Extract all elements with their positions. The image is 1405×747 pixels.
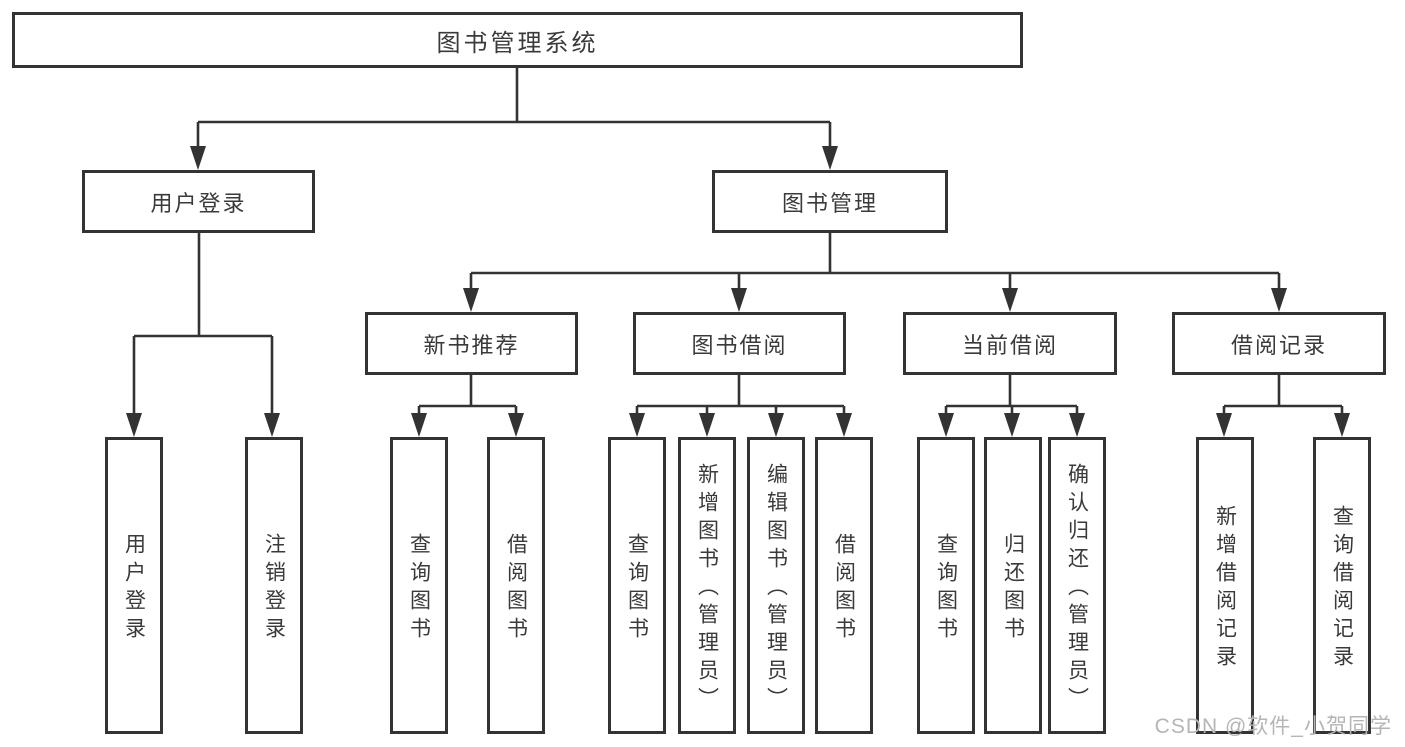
leaf-user-login: 用户登录: [105, 437, 163, 734]
leaf-return-books: 归还图书: [984, 437, 1042, 734]
leaf-add-books-admin: 新增图书（管理员）: [678, 437, 736, 734]
node-root-system: 图书管理系统: [12, 12, 1023, 68]
leaf-query-borrow-record: 查询借阅记录: [1313, 437, 1371, 734]
leaf-edit-books-admin: 编辑图书（管理员）: [747, 437, 805, 734]
node-new-book-recommend: 新书推荐: [365, 312, 578, 375]
leaf-borrow-books: 借阅图书: [815, 437, 873, 734]
leaf-borrow-books-recommend: 借阅图书: [487, 437, 545, 734]
leaf-add-borrow-record: 新增借阅记录: [1196, 437, 1254, 734]
leaf-query-books-borrow: 查询图书: [608, 437, 666, 734]
leaf-query-books-current: 查询图书: [917, 437, 975, 734]
node-current-borrow: 当前借阅: [903, 312, 1117, 375]
watermark: CSDN @软件_小贺同学: [1154, 715, 1392, 738]
node-user-login: 用户登录: [82, 170, 315, 233]
node-book-borrow: 图书借阅: [633, 312, 846, 375]
leaf-confirm-return-admin: 确认归还（管理员）: [1048, 437, 1106, 734]
arrowheads: [126, 146, 1350, 437]
leaf-logout-login: 注销登录: [245, 437, 303, 734]
node-borrow-records: 借阅记录: [1172, 312, 1386, 375]
leaf-query-books-recommend: 查询图书: [390, 437, 448, 734]
node-book-management: 图书管理: [712, 170, 948, 233]
